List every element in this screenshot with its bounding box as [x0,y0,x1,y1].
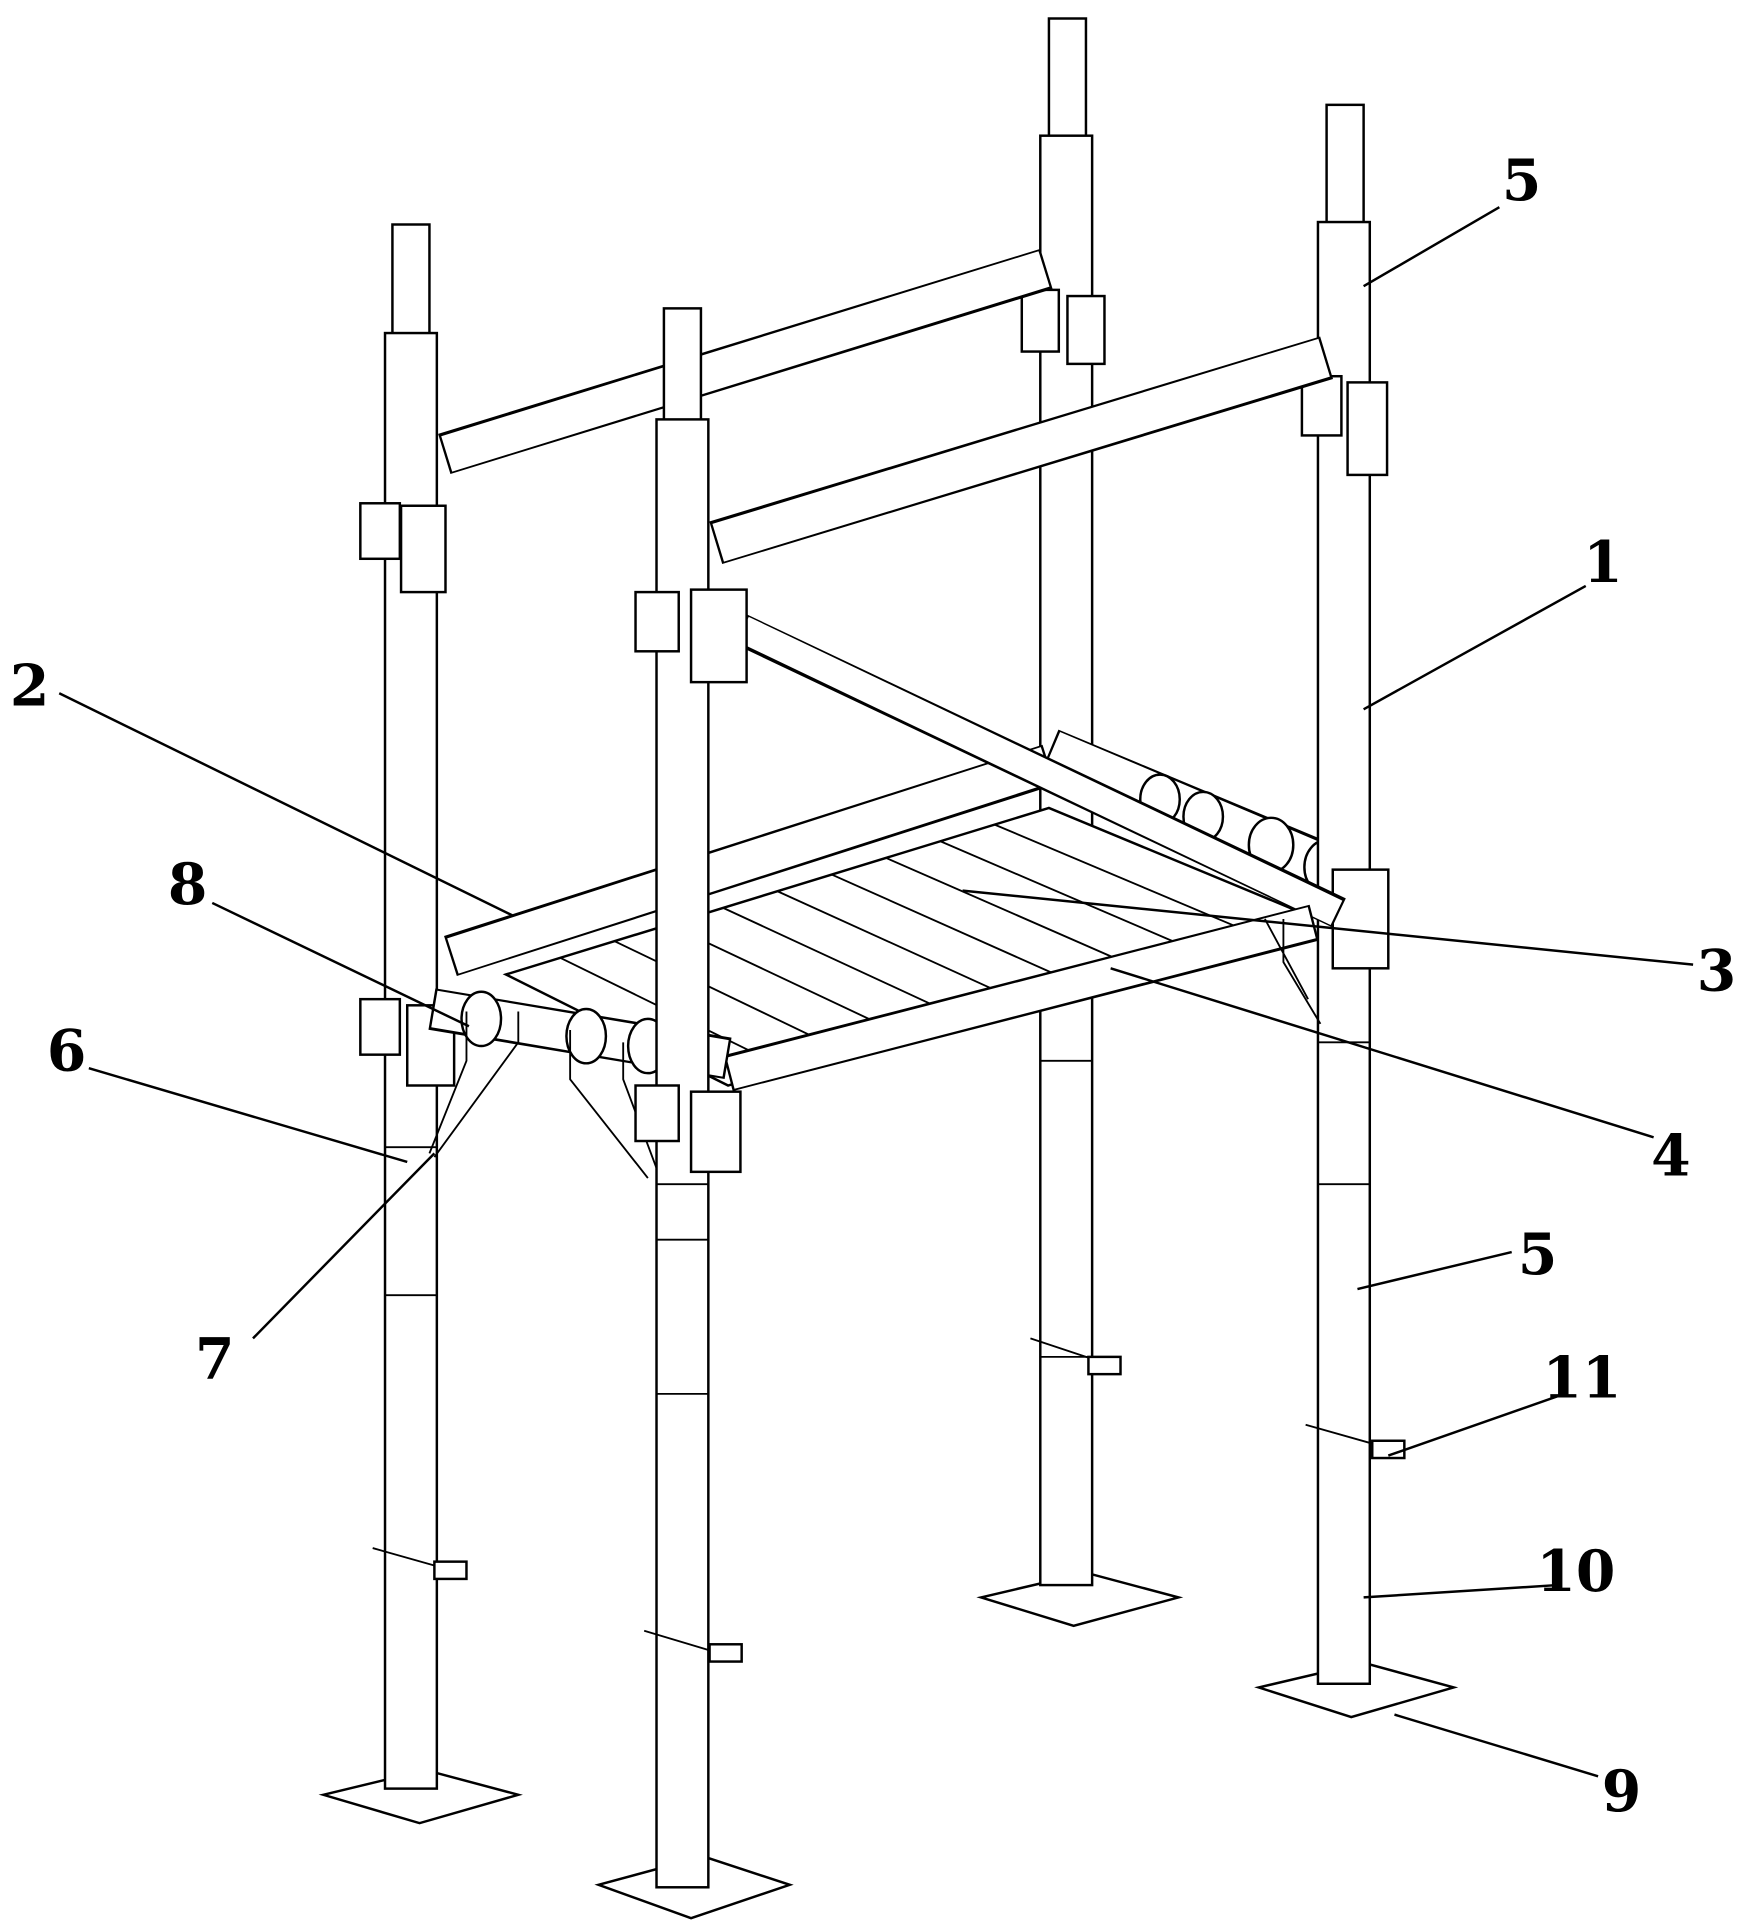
callout-4: 4 [1651,1124,1691,1190]
callout-11: 11 [1543,1346,1622,1412]
callout-3: 3 [1697,939,1737,1005]
callout-10: 10 [1536,1539,1615,1605]
post-right [1300,103,1406,1685]
base-plates [318,1571,1459,1920]
rail-upper-front [709,336,1334,565]
callout-5-bottom: 5 [1518,1222,1558,1288]
callout-2: 2 [10,654,50,720]
deck-board-line [831,873,1073,983]
deck-board-line [722,907,959,1018]
deck-board-line [777,890,1016,1000]
leader-lines [58,206,1694,1778]
callout-6: 6 [47,1019,87,1085]
callout-labels: 1 2 3 4 5 5 6 7 8 9 10 11 [10,148,1736,1825]
diagonal-brace [733,614,1346,928]
callout-9: 9 [1602,1759,1642,1825]
post-left [359,223,468,1790]
rail-upper-back [438,248,1053,474]
post-front [634,307,748,1889]
deck-board-line [994,823,1245,931]
hanger-brackets [428,918,1322,1179]
rail-platform-front [723,904,1319,1092]
callout-5-top: 5 [1502,148,1542,214]
deck-board-line [939,840,1188,949]
callout-1: 1 [1583,530,1623,596]
rail-platform-left [444,744,1056,976]
callout-7: 7 [195,1327,235,1393]
deck-board-line [614,940,844,1052]
callout-8: 8 [168,852,208,918]
deck-board-line [885,857,1131,966]
